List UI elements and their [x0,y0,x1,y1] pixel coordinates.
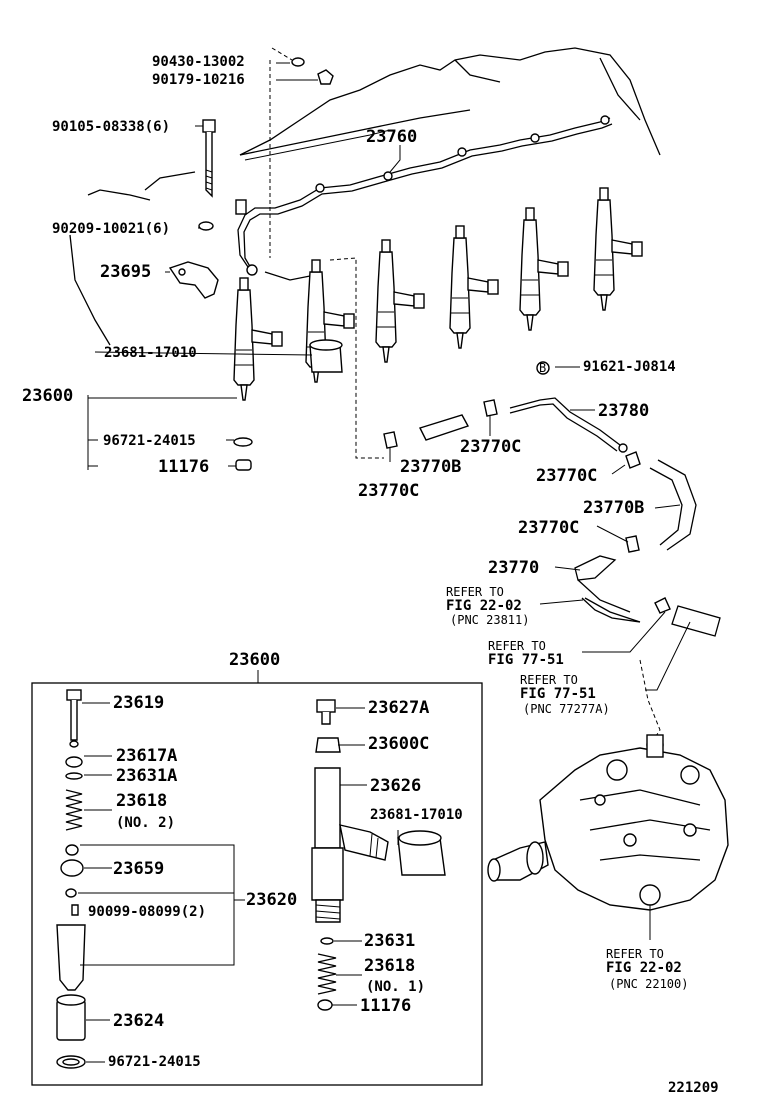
bolt-90105 [202,119,216,198]
label-b-marker: B [539,361,546,375]
diagram-id: 221209 [668,1080,719,1096]
breakdown-labels: 23600 23619 23617A 23631A 23618 (NO. 2) … [88,650,463,1070]
ref3-line3: (PNC 77277A) [523,702,610,716]
label-23770B-a: 23770B [400,457,461,477]
label-23618-left-note: (NO. 2) [116,815,175,831]
ref1-line1: REFER TO [446,585,504,599]
breakdown-frame [31,670,483,1086]
leader-lines-top [87,62,691,691]
label-91621: 91621-J0814 [583,359,676,375]
label-23618-right: 23618 [364,956,415,976]
label-23770B-b: 23770B [583,498,644,518]
label-90209: 90209-10021(6) [52,221,170,237]
label-90099: 90099-08099(2) [88,904,206,920]
injector-5 [519,207,569,331]
label-90430: 90430-13002 [152,54,245,70]
label-23695: 23695 [100,262,151,282]
label-11176: 11176 [360,996,411,1016]
cylinder-head-cover-outline [69,171,196,346]
label-23760: 23760 [366,127,417,147]
hose-clips [383,399,641,553]
washer-90209 [198,221,214,231]
ref3-line2: FIG 77-51 [520,686,596,702]
label-23600C: 23600C [368,734,429,754]
ref1-line3: (PNC 23811) [450,613,529,627]
injector-clamp-23695 [168,261,219,299]
ref4-line3: (PNC 22100) [609,977,688,991]
label-23780: 23780 [598,401,649,421]
ref2-line2: FIG 77-51 [488,652,564,668]
label-23770C-a: 23770C [460,437,521,457]
label-23624: 23624 [113,1011,164,1031]
label-23600-top: 23600 [22,386,73,406]
label-96721: 96721-24015 [108,1054,201,1070]
label-96721-top: 96721-24015 [103,433,196,449]
label-23770C-d: 23770C [518,518,579,538]
label-23618-right-note: (NO. 1) [366,979,425,995]
injector-3 [375,239,425,363]
label-23631A: 23631A [116,766,177,786]
ref4-line2: FIG 22-02 [606,960,682,976]
label-23627A: 23627A [368,698,429,718]
leak-off-pipe-23780 [509,361,628,453]
label-23681: 23681-17010 [370,807,463,823]
dashed-reference-lines [269,47,661,746]
ref2-line1: REFER TO [488,639,546,653]
injector-4 [449,225,499,349]
label-90179: 90179-10216 [152,72,245,88]
fuel-hose-23770B-upper [419,414,470,441]
label-23681-top: 23681-17010 [104,345,197,361]
breakdown-right-parts [311,699,446,1011]
label-23659: 23659 [113,859,164,879]
label-23619: 23619 [113,693,164,713]
label-23770C-c: 23770C [536,466,597,486]
injector-6 [593,187,643,311]
label-23620: 23620 [246,890,297,910]
callout-labels: 90430-13002 90179-10216 90105-08338(6) 9… [22,54,676,578]
washer-90430 [291,57,305,67]
injection-pump-body [487,734,729,940]
breakdown-leader-lines [78,702,399,1063]
holder-23681 [309,339,343,373]
ref1-line2: FIG 22-02 [446,598,522,614]
reference-labels: REFER TO FIG 22-02 (PNC 23811) REFER TO … [446,585,688,991]
label-23617A: 23617A [116,746,177,766]
label-90105: 90105-08338(6) [52,119,170,135]
engine-head-outline [239,47,661,156]
fuel-hose-23770 [574,555,641,623]
label-23626: 23626 [370,776,421,796]
injector-row [233,187,643,401]
label-23618-left: 23618 [116,791,167,811]
injector-1 [233,277,283,401]
ref3-line1: REFER TO [520,673,578,687]
fuel-line-end [654,597,721,637]
label-23770C-b: 23770C [358,481,419,501]
injection-pipe-assembly [235,115,613,281]
breakdown-title: 23600 [229,650,280,670]
nut-90179 [317,69,334,85]
washer-96721-top [233,437,253,447]
label-23631: 23631 [364,931,415,951]
breakdown-left-parts [56,689,86,1069]
label-23770: 23770 [488,558,539,578]
label-11176-top: 11176 [158,457,209,477]
seal-11176-top [235,459,252,471]
ref4-line1: REFER TO [606,947,664,961]
fuel-hose-23770B-lower [649,459,697,551]
